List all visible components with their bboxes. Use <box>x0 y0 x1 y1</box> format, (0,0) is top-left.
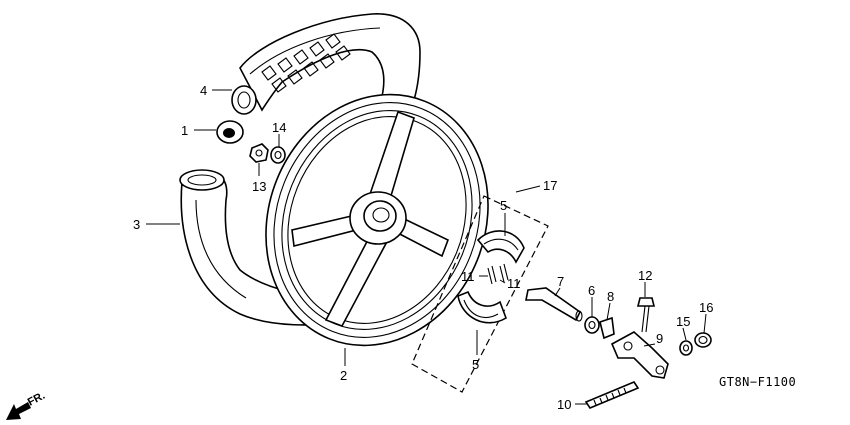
pin-part-16 <box>694 332 712 348</box>
callout-5-lower: 5 <box>472 357 479 372</box>
callout-1: 1 <box>181 123 188 138</box>
spring-part-15 <box>679 340 693 356</box>
callout-11-right: 11 <box>507 276 521 291</box>
rod-part-10 <box>584 381 640 409</box>
callout-14: 14 <box>272 120 286 135</box>
seal-part-6 <box>584 316 600 334</box>
callout-16: 16 <box>699 300 713 315</box>
brake-shoe-lower <box>457 290 507 324</box>
callout-5-upper: 5 <box>500 198 507 213</box>
callout-15: 15 <box>676 314 690 329</box>
brake-shoe-upper <box>476 230 525 264</box>
front-direction-arrow-icon <box>6 402 31 420</box>
brake-cam-part-7 <box>525 287 583 322</box>
callout-2: 2 <box>340 368 347 383</box>
callout-labels: 1 2 3 4 5 5 6 7 8 9 10 11 11 12 13 14 15… <box>133 83 713 412</box>
leader-lines <box>146 89 707 405</box>
callout-17: 17 <box>543 178 557 193</box>
callout-6: 6 <box>588 283 595 298</box>
callout-10: 10 <box>557 397 571 412</box>
callout-3: 3 <box>133 217 140 232</box>
collar-part-1 <box>216 120 244 144</box>
wheel-rim <box>265 93 489 347</box>
washer-part-14 <box>270 146 286 164</box>
indicator-plate-part-8 <box>599 316 615 340</box>
callout-8: 8 <box>607 289 614 304</box>
nut-part-13 <box>249 143 269 163</box>
brake-arm-part-9 <box>610 331 669 379</box>
callout-12: 12 <box>638 268 652 283</box>
callout-13: 13 <box>252 179 266 194</box>
brake-springs <box>487 263 509 285</box>
bolt-part-12 <box>636 297 656 333</box>
brake-shoe-set-box <box>411 195 549 393</box>
direction-label: FR. <box>26 390 47 409</box>
callout-11-left: 11 <box>461 269 475 284</box>
tire-tread <box>261 33 351 93</box>
diagram-code: GT8N−F1100 <box>719 375 796 389</box>
callout-9: 9 <box>656 331 663 346</box>
callout-7: 7 <box>557 274 564 289</box>
callout-4: 4 <box>200 83 207 98</box>
